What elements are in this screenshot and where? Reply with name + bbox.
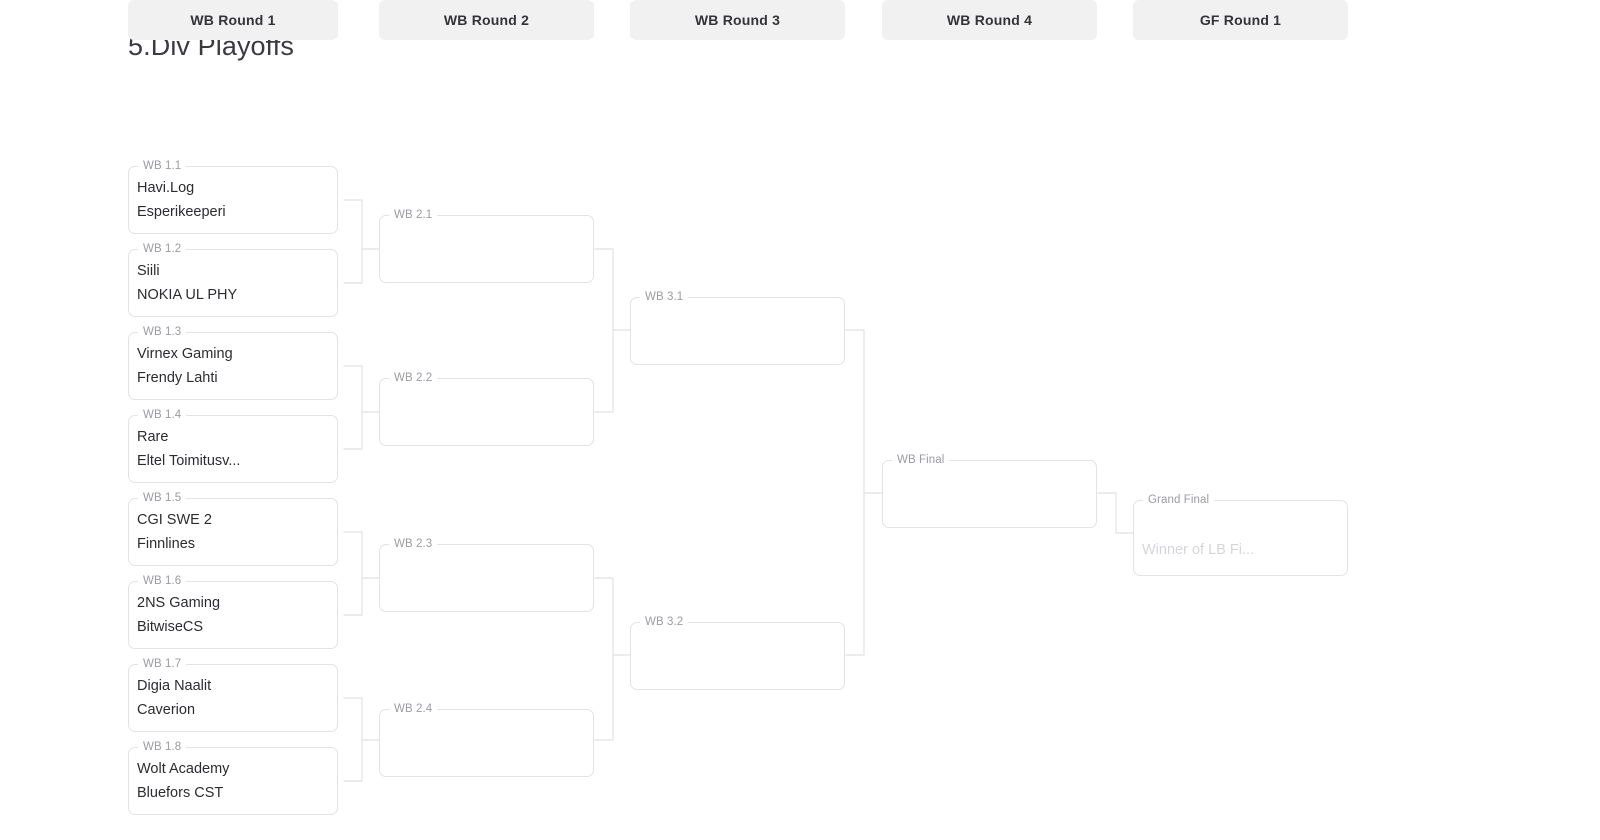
match-label: WB 1.7 [138,657,187,671]
match-label: WB 1.4 [138,408,187,422]
match-slots [380,545,593,606]
team-slot-2[interactable]: Bluefors CST [137,785,224,801]
team-slot-2[interactable] [388,416,583,440]
match-label: WB 1.8 [138,740,187,754]
team-slot-1[interactable]: Siili [137,263,160,279]
team-slot-1[interactable]: Digia Naalit [137,678,212,694]
round-header-label: WB Round 4 [946,12,1033,28]
match-slots: Havi.Log Esperikeeperi [129,167,337,224]
match-label: WB 3.1 [640,290,689,304]
round-header-label: GF Round 1 [1199,12,1282,28]
team-slot-1[interactable] [388,392,583,416]
match-slots: Rare Eltel Toimitusv... [129,416,337,473]
match-box-grand-final[interactable]: Grand Final Winner of LB Fi... [1133,493,1348,576]
match-slots: Winner of LB Fi... [1134,501,1347,562]
match-slots [380,710,593,771]
match-slots: Wolt Academy Bluefors CST [129,748,337,805]
match-slots [380,379,593,440]
match-label: WB 2.4 [389,702,438,716]
match-label: WB 2.2 [389,371,438,385]
match-slots [631,298,844,359]
team-slot-1[interactable]: Wolt Academy [137,761,230,777]
round-header-label: WB Round 2 [443,12,530,28]
match-slots: Siili NOKIA UL PHY [129,250,337,307]
match-slots [631,623,844,684]
match-label: WB 1.6 [138,574,187,588]
team-slot-2[interactable] [639,660,834,684]
match-box-wb-1-2[interactable]: WB 1.2 Siili NOKIA UL PHY [128,242,338,317]
team-slot-2[interactable]: Esperikeeperi [137,204,226,220]
team-slot-1[interactable] [891,474,1086,498]
team-slot-1[interactable] [639,636,834,660]
team-slot-1[interactable] [639,311,834,335]
match-box-wb-1-8[interactable]: WB 1.8 Wolt Academy Bluefors CST [128,740,338,815]
match-label: WB 3.2 [640,615,689,629]
team-slot-2[interactable] [639,335,834,359]
match-box-wb-final[interactable]: WB Final [882,453,1097,528]
round-header-wb-round-4[interactable]: WB Round 4 [882,0,1097,40]
round-header-wb-round-2[interactable]: WB Round 2 [379,0,594,40]
match-box-wb-1-5[interactable]: WB 1.5 CGI SWE 2 Finnlines [128,491,338,566]
match-box-wb-2-2[interactable]: WB 2.2 [379,371,594,446]
team-slot-1[interactable] [388,723,583,747]
team-slot-2[interactable]: BitwiseCS [137,619,204,635]
team-slot-2[interactable]: Caverion [137,702,196,718]
team-slot-2[interactable] [388,582,583,606]
team-slot-1[interactable] [388,558,583,582]
round-header-gf-round-1[interactable]: GF Round 1 [1133,0,1348,40]
match-slots [883,461,1096,522]
team-slot-2[interactable]: Frendy Lahti [137,370,218,386]
match-label: WB 1.2 [138,242,187,256]
match-box-wb-3-1[interactable]: WB 3.1 [630,290,845,365]
match-label: WB Final [892,453,950,467]
match-label: WB 2.1 [389,208,438,222]
match-slots: CGI SWE 2 Finnlines [129,499,337,556]
round-header-wb-round-1[interactable]: WB Round 1 [128,0,338,40]
match-label: WB 1.5 [138,491,187,505]
match-label: WB 1.3 [138,325,187,339]
match-box-wb-2-4[interactable]: WB 2.4 [379,702,594,777]
match-slots: Digia Naalit Caverion [129,665,337,722]
team-slot-1[interactable]: 2NS Gaming [137,595,221,611]
match-box-wb-1-3[interactable]: WB 1.3 Virnex Gaming Frendy Lahti [128,325,338,400]
team-slot-2[interactable]: Eltel Toimitusv... [137,453,241,469]
round-header-wb-round-3[interactable]: WB Round 3 [630,0,845,40]
match-box-wb-3-2[interactable]: WB 3.2 [630,615,845,690]
team-slot-2[interactable] [891,498,1086,522]
round-header-label: WB Round 1 [190,12,276,28]
team-slot-1[interactable]: CGI SWE 2 [137,512,212,528]
round-header-label: WB Round 3 [694,12,781,28]
team-slot-1[interactable] [388,229,583,253]
match-label: WB 2.3 [389,537,438,551]
team-slot-2[interactable]: Winner of LB Fi... [1142,542,1255,558]
match-label: WB 1.1 [138,159,187,173]
match-slots: Virnex Gaming Frendy Lahti [129,333,337,390]
team-slot-2[interactable]: Finnlines [137,536,196,552]
team-slot-2[interactable] [388,253,583,277]
match-slots [380,216,593,277]
team-slot-2[interactable] [388,747,583,771]
match-box-wb-1-7[interactable]: WB 1.7 Digia Naalit Caverion [128,657,338,732]
team-slot-2[interactable]: NOKIA UL PHY [137,287,238,303]
match-box-wb-2-1[interactable]: WB 2.1 [379,208,594,283]
match-slots: 2NS Gaming BitwiseCS [129,582,337,639]
match-box-wb-1-6[interactable]: WB 1.6 2NS Gaming BitwiseCS [128,574,338,649]
team-slot-1[interactable]: Rare [137,429,169,445]
match-box-wb-2-3[interactable]: WB 2.3 [379,537,594,612]
match-label: Grand Final [1143,493,1215,507]
match-box-wb-1-1[interactable]: WB 1.1 Havi.Log Esperikeeperi [128,159,338,234]
team-slot-1[interactable]: Virnex Gaming [137,346,233,362]
match-box-wb-1-4[interactable]: WB 1.4 Rare Eltel Toimitusv... [128,408,338,483]
team-slot-1[interactable] [1142,514,1337,538]
team-slot-1[interactable]: Havi.Log [137,180,195,196]
